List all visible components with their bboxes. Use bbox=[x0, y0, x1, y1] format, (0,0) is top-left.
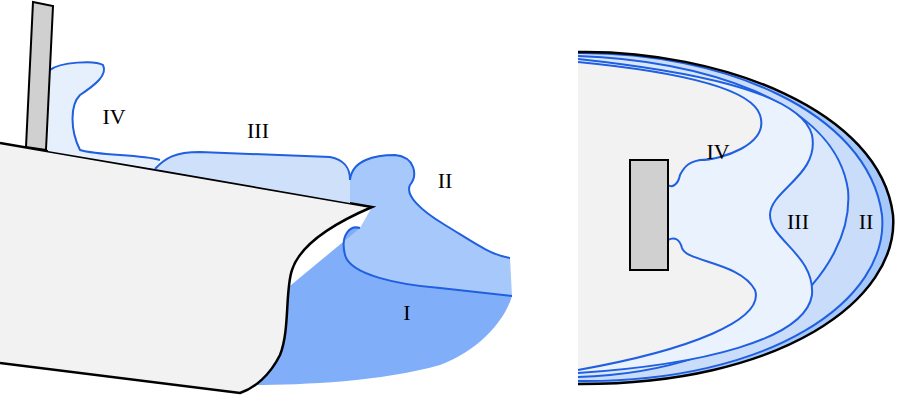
wave-region-three bbox=[155, 152, 350, 203]
boundary-one bbox=[344, 227, 512, 296]
wave-region-four bbox=[48, 62, 160, 169]
region-label: II bbox=[438, 170, 453, 192]
plan-outer-band bbox=[578, 52, 893, 384]
boundary-four bbox=[50, 62, 160, 160]
plan-region-two bbox=[578, 53, 882, 381]
hull-outline bbox=[0, 143, 372, 393]
plan-region-four bbox=[578, 62, 761, 370]
plan-region-two-inner bbox=[578, 56, 848, 377]
plan-hull-outline bbox=[578, 52, 893, 384]
wave-region-two bbox=[344, 155, 512, 296]
region-label: II bbox=[859, 211, 874, 233]
region-label: IV bbox=[102, 106, 125, 128]
boundary-three bbox=[155, 152, 350, 180]
plan-region-three bbox=[578, 59, 813, 373]
boundary-two bbox=[350, 155, 510, 258]
wave-boundaries bbox=[50, 62, 512, 296]
region-label: III bbox=[787, 211, 809, 233]
region-label: IV bbox=[706, 141, 729, 163]
mast-plan bbox=[630, 160, 668, 270]
region-label: III bbox=[247, 120, 269, 142]
region-label: I bbox=[403, 302, 410, 324]
mast bbox=[26, 2, 53, 150]
ship-hull bbox=[0, 143, 372, 393]
